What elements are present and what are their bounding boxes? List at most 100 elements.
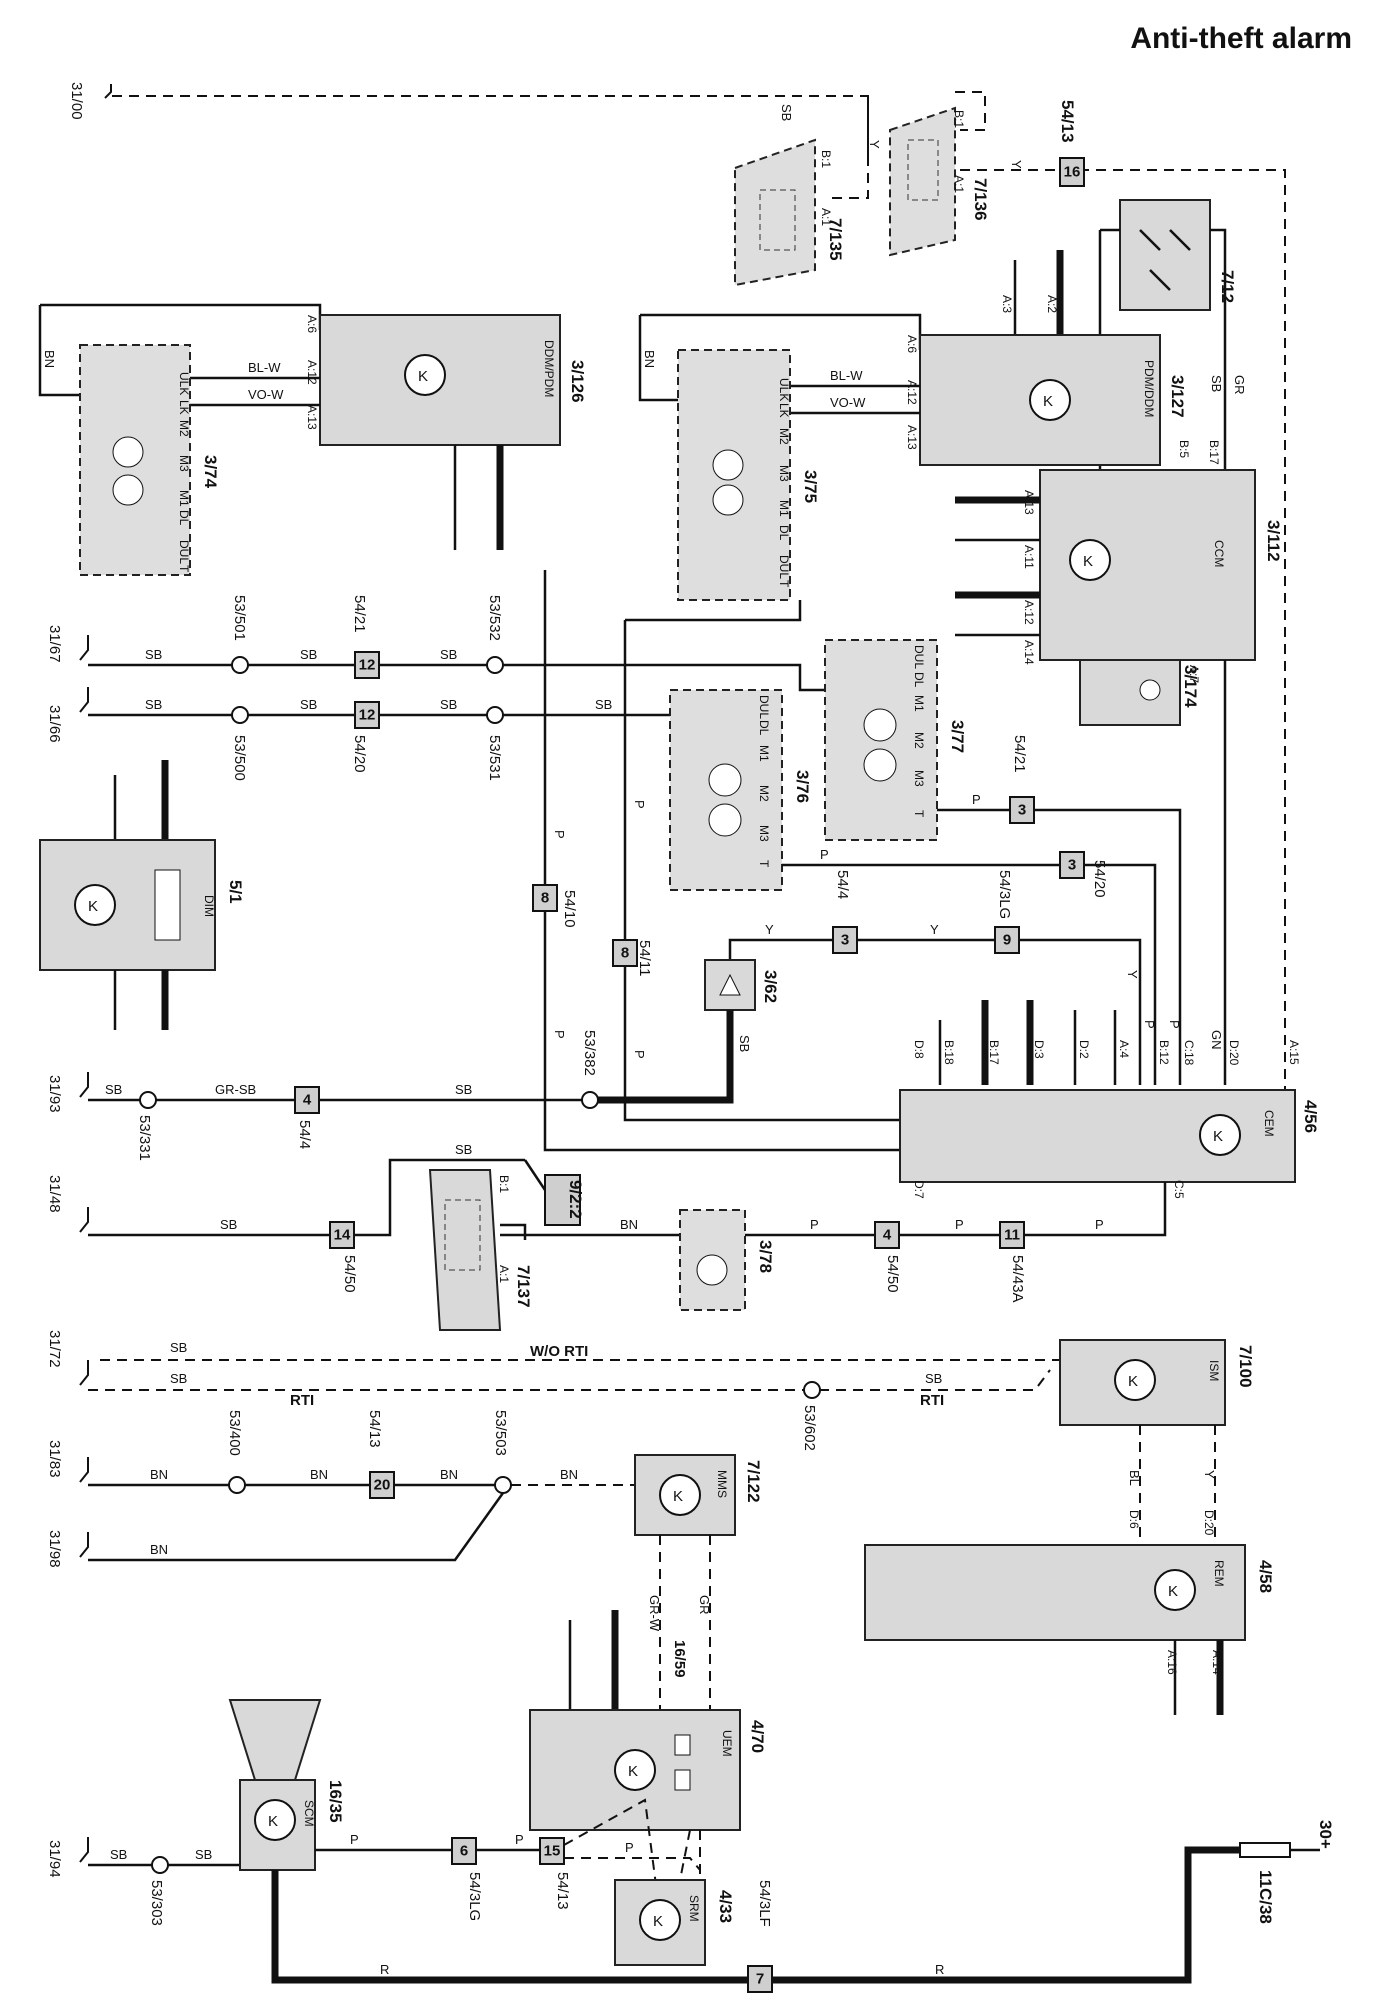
ground-31-98: 31/98 [46, 1530, 89, 1568]
label-4-33: 4/33 [716, 1890, 735, 1923]
svg-text:PDM/DDM: PDM/DDM [1142, 360, 1156, 417]
svg-text:31/67: 31/67 [46, 625, 63, 663]
lamp-3-174: 3/174 [1079, 659, 1200, 726]
svg-text:8: 8 [621, 945, 629, 962]
svg-text:M3: M3 [177, 455, 191, 472]
svg-text:T: T [777, 580, 791, 588]
svg-text:4: 4 [883, 1227, 892, 1244]
svg-text:P: P [820, 847, 829, 862]
svg-text:GR: GR [1232, 375, 1247, 395]
motor-3-77: DUL DL M1 M2 M3 T 3/77 [824, 639, 967, 841]
svg-text:R: R [935, 1962, 944, 1977]
svg-text:A:4: A:4 [1117, 1040, 1131, 1058]
svg-text:3: 3 [1068, 857, 1076, 874]
splice-53-501: 53/501 [231, 595, 249, 674]
svg-text:A:6: A:6 [305, 315, 319, 333]
svg-text:54/50: 54/50 [884, 1255, 901, 1293]
module-7-100: K ISM 7/100 [1059, 1339, 1255, 1426]
label-3-174: 3/174 [1181, 665, 1200, 708]
svg-text:K: K [1213, 1128, 1223, 1145]
svg-text:53/331: 53/331 [136, 1115, 153, 1161]
svg-text:54/20: 54/20 [1091, 860, 1108, 898]
svg-text:DL: DL [912, 672, 926, 688]
connector-54-3lg-a: 954/3LG [994, 870, 1020, 954]
svg-text:DDM/PDM: DDM/PDM [542, 340, 556, 397]
svg-text:P: P [955, 1217, 964, 1232]
label-3-62: 3/62 [761, 970, 780, 1003]
wire-power-r [271, 1846, 1245, 1984]
svg-text:SB: SB [1209, 375, 1224, 392]
svg-text:BL-W: BL-W [248, 360, 281, 375]
svg-text:SB: SB [105, 1082, 122, 1097]
svg-text:B:17: B:17 [1207, 440, 1221, 465]
svg-text:BL: BL [1127, 1470, 1142, 1486]
svg-text:SB: SB [170, 1371, 187, 1386]
svg-text:A:2: A:2 [1045, 295, 1059, 313]
svg-text:SB: SB [779, 104, 794, 121]
svg-text:Y: Y [765, 922, 774, 937]
svg-text:31/93: 31/93 [46, 1075, 63, 1113]
ground-31-72: 31/72 [46, 1330, 89, 1386]
svg-text:SB: SB [195, 1847, 212, 1862]
motor-3-78: 3/78 [679, 1209, 775, 1311]
svg-text:6: 6 [460, 1843, 468, 1860]
svg-text:BN: BN [310, 1467, 328, 1482]
label-4-70: 4/70 [748, 1720, 767, 1753]
svg-text:M2: M2 [757, 785, 771, 802]
component-3-62: 3/62 [704, 959, 780, 1011]
label-3-76: 3/76 [793, 770, 812, 803]
svg-text:54/4: 54/4 [296, 1120, 313, 1149]
svg-text:SB: SB [440, 647, 457, 662]
ground-label: 31/00 [68, 82, 85, 120]
svg-text:A:1: A:1 [819, 208, 833, 226]
svg-text:LK: LK [777, 403, 791, 418]
svg-text:53/303: 53/303 [148, 1880, 165, 1926]
svg-text:DL: DL [777, 525, 791, 541]
module-16-35: K SCM 16/35 [228, 1699, 345, 1871]
svg-text:7: 7 [756, 1971, 764, 1988]
svg-text:K: K [418, 368, 428, 385]
fuse-11c-38: 11C/38 [1239, 1842, 1291, 1924]
svg-text:M3: M3 [777, 465, 791, 482]
svg-text:9: 9 [1003, 932, 1011, 949]
svg-text:CEM: CEM [1262, 1110, 1276, 1137]
svg-text:REM: REM [1212, 1560, 1226, 1587]
svg-text:P: P [1167, 1020, 1182, 1029]
svg-text:K: K [88, 898, 98, 915]
svg-text:53/531: 53/531 [486, 735, 503, 781]
label-7-137: 7/137 [514, 1265, 533, 1308]
svg-text:SB: SB [440, 697, 457, 712]
svg-text:DIM: DIM [202, 895, 216, 917]
switch-7-136: B:1 A:1 7/136 [889, 106, 990, 257]
svg-text:B:1: B:1 [497, 1175, 511, 1193]
svg-text:T: T [757, 860, 771, 868]
switch-3-74: ULK LK M2 M3 M1 DL DUL T 3/74 [79, 344, 220, 576]
svg-text:DUL: DUL [912, 645, 926, 669]
svg-text:P: P [1142, 1020, 1157, 1029]
svg-text:53/503: 53/503 [492, 1410, 509, 1456]
ground-31-00: 31/00 [68, 82, 112, 120]
switch-3-75: ULK LK M2 M3 M1 DL DUL T 3/75 [677, 349, 820, 601]
svg-text:SB: SB [110, 1847, 127, 1862]
svg-text:B:17: B:17 [987, 1040, 1001, 1065]
label-3-127: 3/127 [1168, 375, 1187, 418]
label-7-12: 7/12 [1218, 270, 1237, 303]
svg-text:14: 14 [334, 1227, 351, 1244]
svg-text:C:5: C:5 [1172, 1180, 1186, 1199]
splice-53-602: 53/602 [801, 1381, 821, 1451]
module-3-127: K PDM/DDM 3/127 A:6 A:12 A:13 A:3 A:2 [905, 295, 1187, 466]
switch-7-12: 7/12 [1119, 199, 1237, 311]
label-3-77: 3/77 [948, 720, 967, 753]
label-3-75: 3/75 [801, 470, 820, 503]
wo-rti-label: W/O RTI [530, 1343, 588, 1360]
label-5-1: 5/1 [226, 880, 245, 904]
svg-text:K: K [1043, 393, 1053, 410]
svg-text:B:12: B:12 [1157, 1040, 1171, 1065]
svg-text:31/66: 31/66 [46, 705, 63, 743]
label-16-59: 16/59 [671, 1640, 688, 1678]
svg-text:M3: M3 [912, 770, 926, 787]
svg-text:54/13: 54/13 [366, 1410, 383, 1448]
svg-text:A:3: A:3 [1000, 295, 1014, 313]
